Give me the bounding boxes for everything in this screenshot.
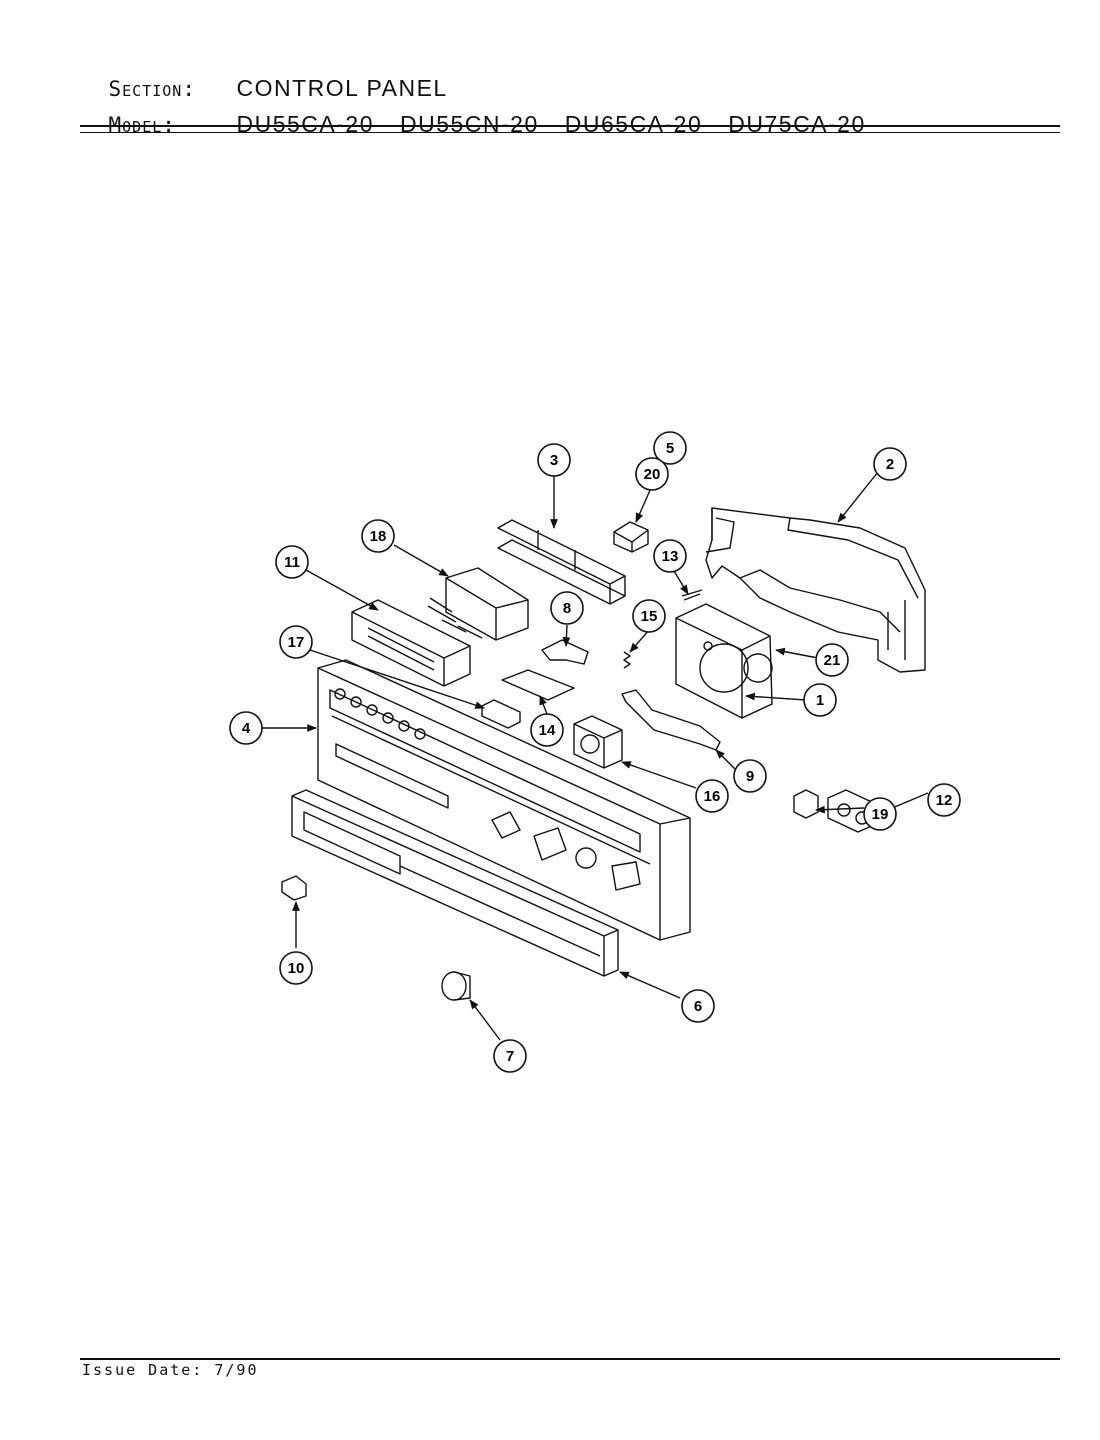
part-14-plate [501, 669, 575, 701]
part-4-console [317, 659, 691, 941]
part-18-switch-bank [427, 567, 529, 641]
leader-8 [562, 624, 571, 647]
footer-rule [80, 1358, 1060, 1360]
leader-15 [629, 629, 650, 653]
svg-text:21: 21 [824, 652, 841, 669]
svg-text:20: 20 [644, 466, 661, 483]
callout-13: 13 [653, 539, 687, 573]
svg-text:9: 9 [746, 768, 754, 785]
leader-1 [745, 692, 807, 701]
part-2-housing [705, 507, 926, 673]
callout-1: 1 [803, 683, 837, 717]
callout-5: 5 [653, 431, 687, 465]
issue-date-value: 7/90 [214, 1361, 259, 1379]
callout-18: 18 [361, 519, 395, 553]
svg-text:19: 19 [872, 806, 889, 823]
svg-text:10: 10 [288, 960, 305, 977]
svg-text:2: 2 [886, 456, 894, 473]
callout-19: 19 [863, 797, 897, 831]
leader-21 [775, 647, 819, 659]
part-19-terminal [793, 789, 819, 819]
callout-2: 2 [873, 447, 907, 481]
part-8-bracket [541, 639, 589, 665]
header-rule-bottom [80, 132, 1060, 133]
svg-text:16: 16 [704, 788, 721, 805]
part-3-tray [497, 519, 626, 605]
callout-8: 8 [550, 591, 584, 625]
header-rule-top [80, 125, 1060, 127]
svg-text:8: 8 [563, 600, 571, 617]
svg-text:17: 17 [288, 634, 305, 651]
leader-18 [393, 544, 449, 577]
svg-text:1: 1 [816, 692, 824, 709]
svg-text:15: 15 [641, 608, 658, 625]
callout-12: 12 [927, 783, 961, 817]
part-13-screw [681, 589, 703, 601]
callout-7: 7 [493, 1039, 527, 1073]
leader-13 [673, 570, 689, 595]
part-6-trim [291, 789, 619, 977]
section-line: Section: CONTROL PANEL [80, 50, 448, 102]
part-10-clip [281, 875, 307, 901]
svg-text:5: 5 [666, 440, 674, 457]
part-7-knob [441, 971, 471, 1001]
leader-20 [635, 487, 652, 523]
callout-11: 11 [275, 545, 309, 579]
callout-17: 17 [279, 625, 313, 659]
callout-4: 4 [229, 711, 263, 745]
svg-text:12: 12 [936, 792, 953, 809]
callout-16: 16 [695, 779, 729, 813]
svg-text:6: 6 [694, 998, 702, 1015]
issue-date-line: Issue Date: 7/90 [82, 1361, 259, 1379]
callout-14: 14 [530, 713, 564, 747]
svg-text:4: 4 [242, 720, 251, 737]
callout-20: 20 [635, 457, 669, 491]
leader-11 [305, 569, 379, 611]
part-21-timer [675, 603, 773, 719]
callout-6: 6 [681, 989, 715, 1023]
svg-text:7: 7 [506, 1048, 514, 1065]
callout-group: 1 2 3 4 5 6 7 8 9 10 11 12 13 14 15 16 1… [229, 431, 961, 1073]
part-11-switch-housing [351, 599, 471, 687]
callout-21: 21 [815, 643, 849, 677]
leader-2 [837, 471, 879, 523]
leader-9 [715, 749, 737, 771]
svg-text:18: 18 [370, 528, 387, 545]
leader-14 [539, 695, 548, 715]
leader-7 [469, 999, 501, 1041]
svg-text:13: 13 [662, 548, 679, 565]
leader-17 [309, 649, 485, 709]
part-17-switch [481, 699, 521, 729]
callout-10: 10 [279, 951, 313, 985]
svg-text:3: 3 [550, 452, 558, 469]
part-16-selector [573, 715, 623, 769]
part-15-spring [623, 651, 631, 669]
issue-date-label: Issue Date: [82, 1361, 204, 1379]
callout-9: 9 [733, 759, 767, 793]
leader-19 [815, 805, 865, 814]
section-title: CONTROL PANEL [236, 75, 448, 101]
leader-16 [621, 761, 697, 789]
svg-text:14: 14 [539, 722, 556, 739]
section-label: Section: [108, 77, 196, 101]
callout-3: 3 [537, 443, 571, 477]
callout-15: 15 [632, 599, 666, 633]
leader-6 [619, 971, 681, 999]
part-20-connector [613, 521, 649, 553]
svg-text:11: 11 [284, 554, 300, 571]
